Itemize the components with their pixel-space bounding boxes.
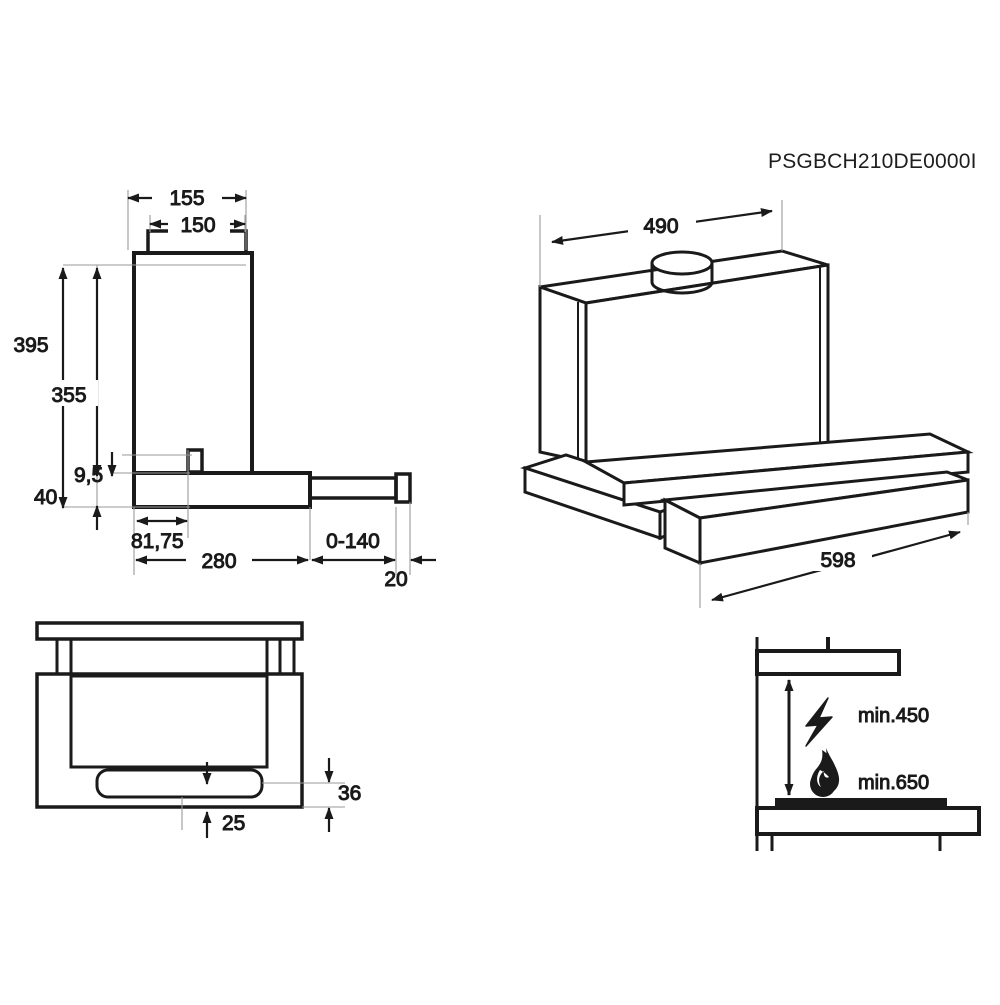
clearance-diagram: min.450 min.650 bbox=[755, 637, 981, 851]
dim-150-label: 150 bbox=[180, 214, 215, 237]
plan-slot bbox=[95, 768, 264, 799]
dim-598-label: 598 bbox=[820, 549, 855, 572]
plan-top-bar bbox=[35, 621, 304, 641]
dim-9-5: 9,5 bbox=[74, 452, 117, 488]
dim-9-5-label: 9,5 bbox=[74, 464, 103, 487]
dim-490-label: 490 bbox=[643, 215, 678, 238]
isometric-view: 490 598 bbox=[520, 200, 974, 608]
hood-front-face bbox=[584, 263, 830, 467]
flame-icon bbox=[810, 748, 840, 797]
dim-20-label: 20 bbox=[384, 568, 407, 591]
dim-81-75-label: 81,75 bbox=[131, 530, 184, 553]
dim-40: 40 bbox=[34, 486, 102, 530]
dim-598: 598 bbox=[711, 530, 961, 602]
dim-36-label: 36 bbox=[338, 782, 361, 805]
dim-81-75: 81,75 bbox=[131, 516, 188, 554]
body-detail-rect bbox=[186, 448, 204, 474]
slide-out-shelf bbox=[580, 432, 974, 507]
duct-outlet bbox=[650, 250, 714, 295]
dim-0-140-label: 0-140 bbox=[326, 530, 380, 553]
dim-280-label: 280 bbox=[201, 550, 236, 573]
dim-395-label: 395 bbox=[13, 334, 48, 357]
dim-280: 280 bbox=[135, 547, 309, 574]
plan-left-connector bbox=[55, 637, 73, 676]
side-section-view: 155 150 395 355 bbox=[2, 184, 436, 592]
model-number-label: PSGBCH210DE0000I bbox=[768, 150, 977, 173]
plan-inner-box bbox=[69, 637, 269, 769]
clearance-hood bbox=[755, 649, 901, 676]
clearance-label-gas: min.650 bbox=[858, 772, 929, 794]
dim-36: 36 bbox=[324, 758, 362, 832]
dim-155: 155 bbox=[127, 184, 247, 211]
dim-20: 20 bbox=[384, 555, 436, 592]
dim-40-label: 40 bbox=[34, 486, 57, 509]
dim-25: 25 bbox=[202, 762, 246, 838]
dim-355: 355 bbox=[40, 267, 102, 477]
clearance-hob bbox=[775, 798, 947, 809]
clearance-label-electric: min.450 bbox=[858, 705, 929, 727]
dim-155-label: 155 bbox=[169, 187, 204, 210]
hood-body-outline bbox=[132, 251, 254, 475]
dim-490: 490 bbox=[551, 208, 773, 245]
dim-150: 150 bbox=[149, 211, 246, 238]
plan-outer-frame bbox=[35, 672, 304, 809]
dim-355-label: 355 bbox=[51, 384, 86, 407]
front-plan-view: 25 36 bbox=[35, 621, 362, 838]
slide-out-drawer bbox=[132, 471, 412, 509]
plan-right-connector bbox=[278, 637, 296, 676]
dim-0-140: 0-140 bbox=[311, 530, 396, 565]
lightning-bolt-icon bbox=[805, 697, 833, 747]
hood-side-face bbox=[538, 284, 588, 464]
clearance-countertop bbox=[755, 806, 981, 836]
dim-25-label: 25 bbox=[222, 812, 245, 835]
